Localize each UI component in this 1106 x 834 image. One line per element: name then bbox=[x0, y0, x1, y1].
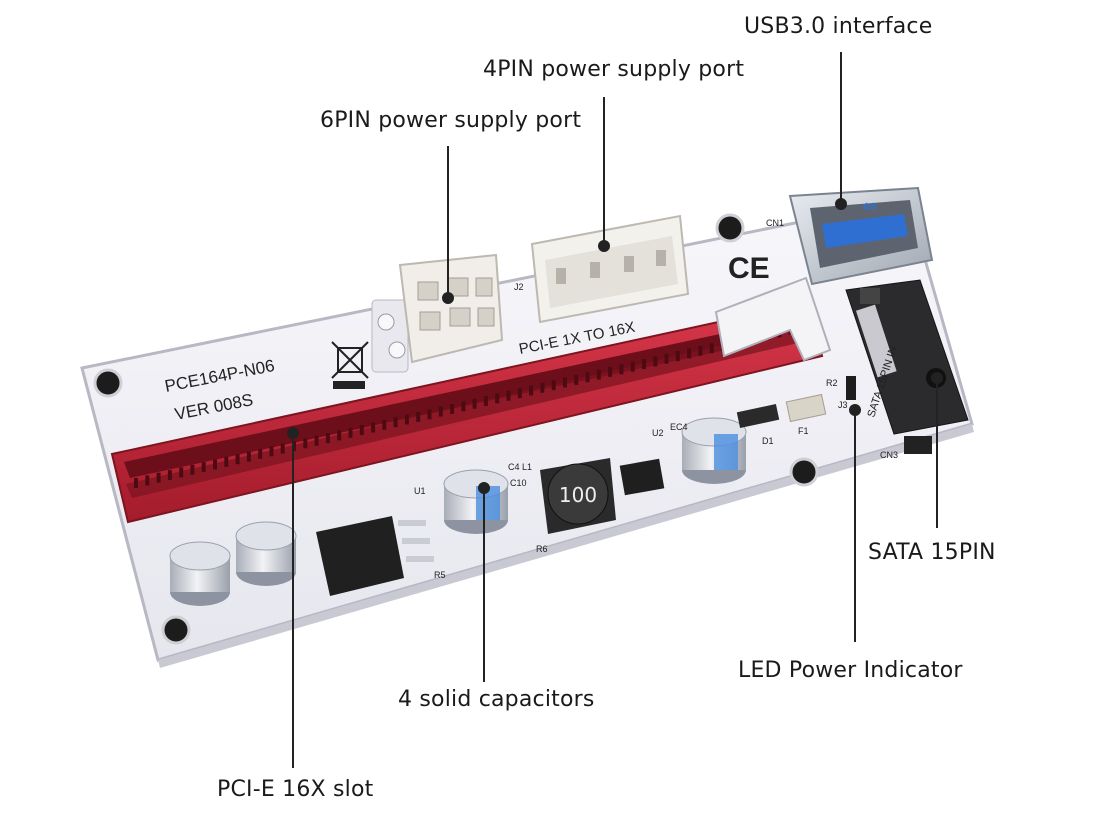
slot-contact bbox=[529, 385, 534, 396]
slot-contact bbox=[562, 377, 567, 388]
callout-4pin-port: 4PIN power supply port bbox=[483, 57, 745, 82]
slot-contact bbox=[246, 451, 251, 462]
slot-contact bbox=[145, 475, 150, 486]
ref-ec4: EC4 bbox=[670, 422, 688, 432]
slot-contact bbox=[348, 427, 353, 438]
callout-sata-15pin: SATA 15PIN bbox=[868, 540, 996, 565]
fuse bbox=[785, 393, 827, 423]
slot-contact bbox=[461, 401, 466, 412]
slot-contact bbox=[156, 472, 161, 483]
slot-contact bbox=[664, 353, 669, 364]
slot-contact bbox=[517, 388, 522, 399]
slot-contact bbox=[438, 406, 443, 417]
ref-r5: R5 bbox=[434, 570, 446, 580]
diode bbox=[736, 404, 780, 428]
inductor-label: 100 bbox=[559, 483, 597, 507]
led-indicator bbox=[846, 376, 856, 400]
callout-6pin-port: 6PIN power supply port bbox=[320, 108, 582, 133]
slot-contact bbox=[314, 435, 319, 446]
mounting-hole bbox=[789, 457, 819, 487]
slot-contact bbox=[574, 374, 579, 385]
capacitor bbox=[443, 469, 509, 534]
slot-contact bbox=[371, 422, 376, 433]
pcie-16x-slot bbox=[110, 276, 832, 524]
ref-cn1: CN1 bbox=[766, 218, 784, 228]
slot-contact bbox=[167, 470, 172, 481]
capacitor bbox=[235, 521, 297, 586]
slot-contact bbox=[540, 382, 545, 393]
slot-contact bbox=[393, 417, 398, 428]
ref-r2: R2 bbox=[826, 378, 838, 388]
slot-contact bbox=[675, 351, 680, 362]
ref-u1: U1 bbox=[414, 486, 426, 496]
6pin-power-connector bbox=[371, 253, 504, 373]
capacitor bbox=[169, 541, 231, 606]
slot-contact bbox=[596, 369, 601, 380]
capacitor bbox=[681, 417, 747, 484]
slot-contact bbox=[269, 446, 274, 457]
leader-lines bbox=[287, 52, 943, 768]
slot-contact bbox=[506, 390, 511, 401]
slot-contact bbox=[303, 438, 308, 449]
callout-usb3-interface: USB3.0 interface bbox=[744, 14, 933, 39]
ref-j2: J2 bbox=[514, 282, 524, 292]
slot-contact bbox=[472, 398, 477, 409]
ref-j3: J3 bbox=[838, 400, 848, 410]
voltage-regulator bbox=[316, 516, 434, 596]
inductor: 100 bbox=[540, 458, 616, 534]
ref-cn3: CN3 bbox=[880, 450, 898, 460]
callout-led-indicator: LED Power Indicator bbox=[738, 658, 963, 683]
slot-contact bbox=[483, 396, 488, 406]
slot-contact bbox=[213, 459, 217, 470]
slot-contact bbox=[201, 462, 206, 473]
slot-contact bbox=[687, 348, 692, 359]
slot-contact bbox=[709, 343, 714, 354]
slot-contact bbox=[630, 361, 635, 372]
slot-contact bbox=[427, 409, 432, 420]
ref-c10: C10 bbox=[510, 478, 527, 488]
slot-contact bbox=[653, 356, 658, 367]
slot-contact bbox=[450, 404, 455, 414]
ref-f1: F1 bbox=[798, 426, 809, 436]
slot-contact bbox=[280, 443, 285, 454]
slot-contact bbox=[224, 456, 229, 467]
ref-u2: U2 bbox=[652, 428, 664, 438]
ref-c4l1: C4 L1 bbox=[508, 462, 532, 472]
slot-contact bbox=[608, 366, 613, 377]
control-ic bbox=[619, 458, 665, 496]
mounting-hole bbox=[715, 213, 745, 243]
svg-text:⇔: ⇔ bbox=[862, 196, 877, 217]
mounting-hole bbox=[93, 368, 123, 398]
ref-d1: D1 bbox=[762, 436, 774, 446]
slot-contact bbox=[619, 364, 624, 375]
slot-contact bbox=[190, 464, 195, 475]
slot-contact bbox=[495, 393, 500, 404]
slot-contact bbox=[179, 467, 184, 478]
slot-contact bbox=[585, 372, 590, 383]
slot-contact bbox=[551, 380, 556, 391]
ref-r6: R6 bbox=[536, 544, 548, 554]
usb3-port: ⇔ bbox=[788, 186, 934, 286]
ce-mark: CE bbox=[728, 252, 770, 285]
slot-contact bbox=[642, 359, 646, 369]
mounting-hole bbox=[161, 615, 191, 645]
slot-contact bbox=[416, 411, 421, 422]
callout-solid-capacitors: 4 solid capacitors bbox=[398, 687, 595, 712]
slot-contact bbox=[698, 345, 703, 356]
weee-bin-icon bbox=[331, 341, 369, 389]
slot-contact bbox=[134, 478, 138, 488]
callout-pcie-16x-slot: PCI-E 16X slot bbox=[217, 777, 374, 802]
slot-contact bbox=[325, 433, 330, 444]
slot-contact bbox=[382, 419, 387, 430]
slot-contact bbox=[404, 414, 409, 425]
slot-contact bbox=[235, 454, 240, 465]
4pin-molex-connector bbox=[530, 214, 690, 324]
slot-contact bbox=[359, 425, 364, 436]
slot-contact bbox=[258, 448, 263, 459]
slot-contact bbox=[337, 430, 342, 441]
